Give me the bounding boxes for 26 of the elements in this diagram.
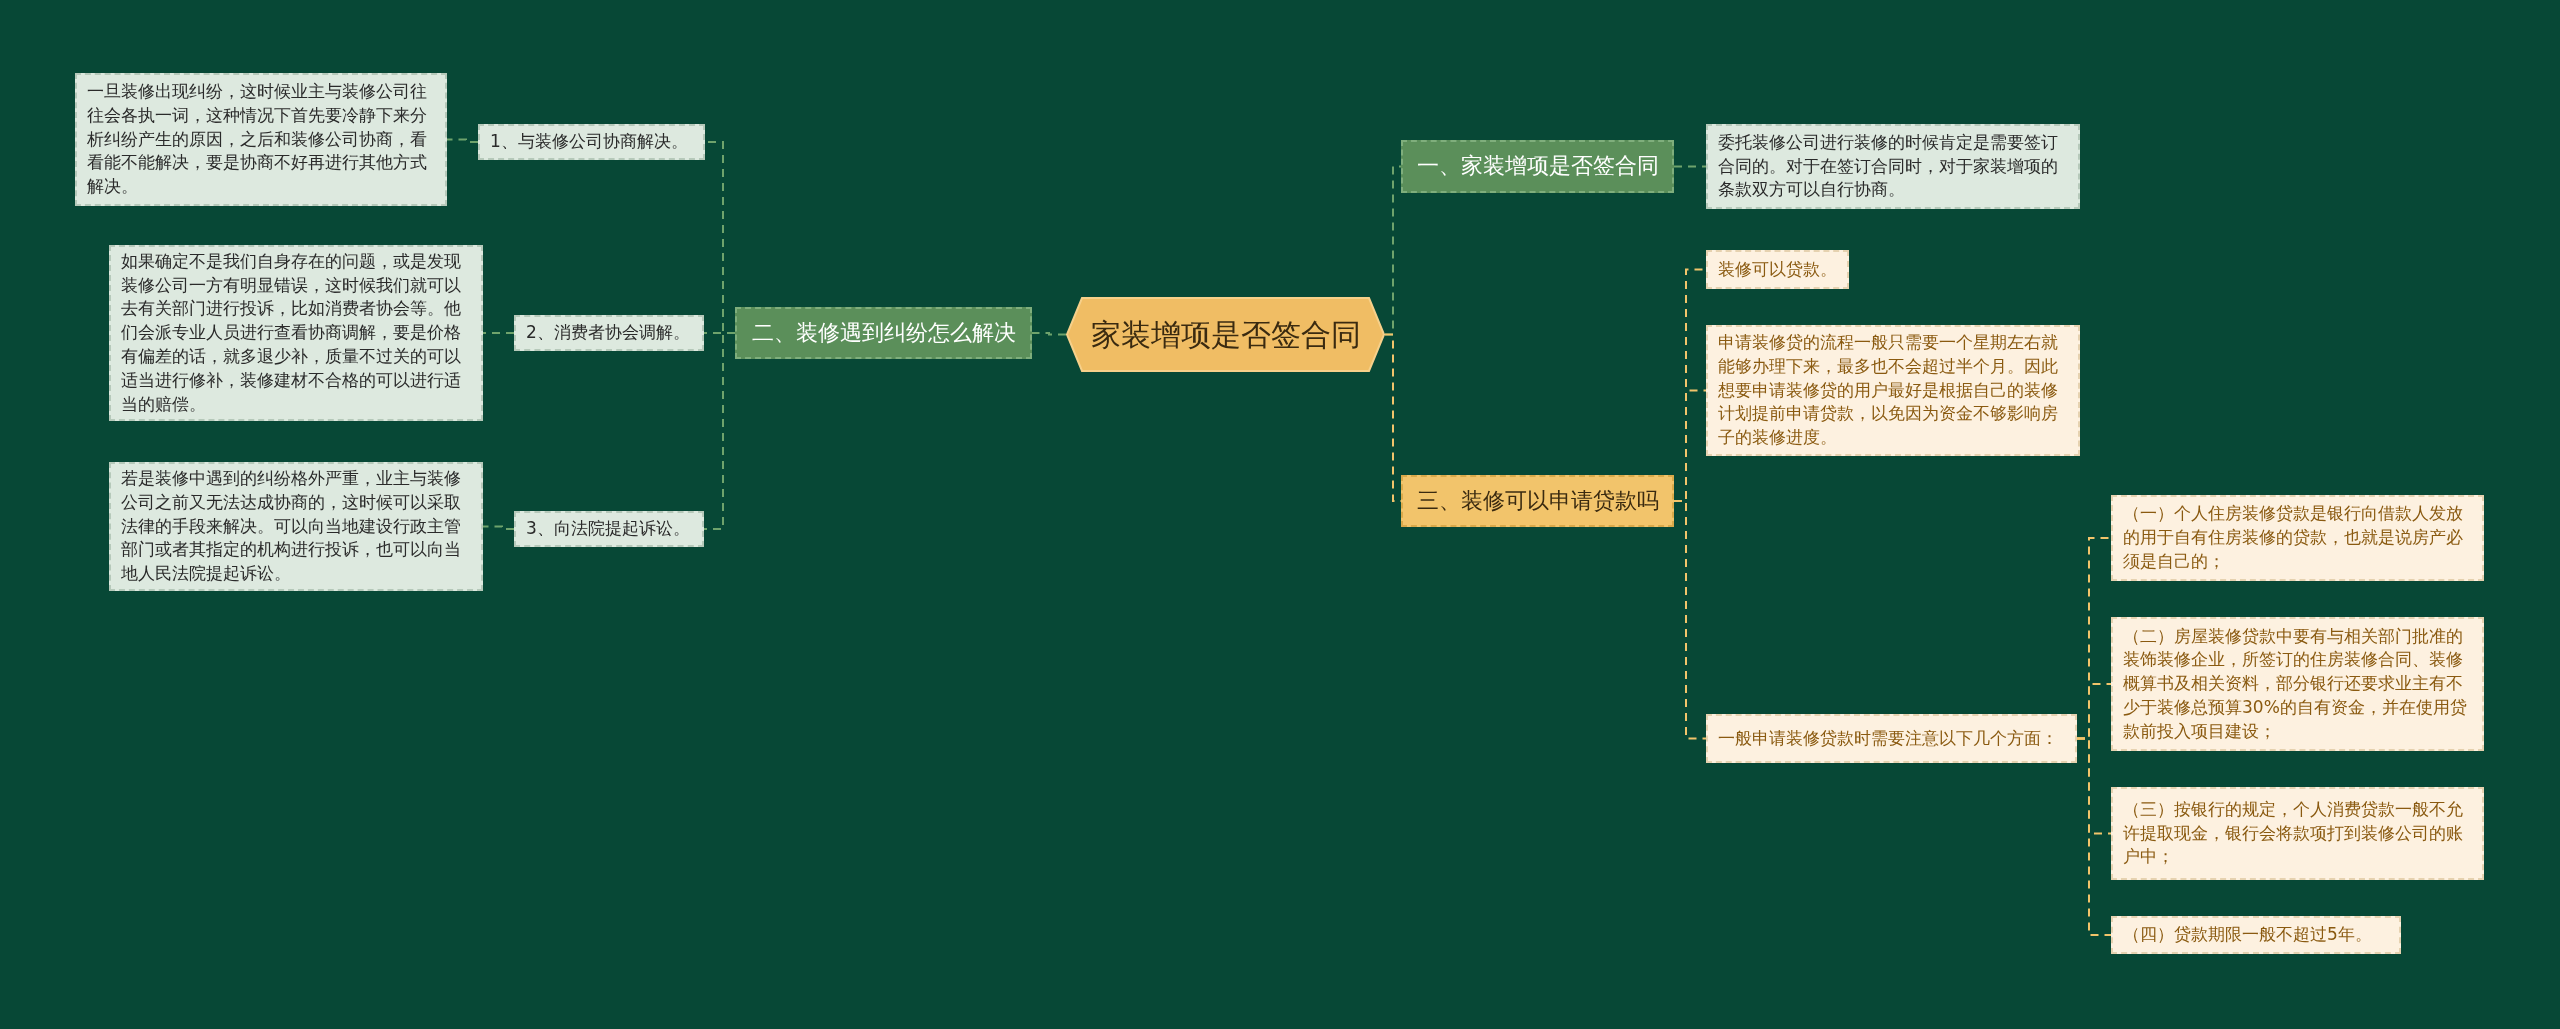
note-box: 装修可以贷款。 — [1706, 250, 1849, 289]
branch-topic-box: 二、装修遇到纠纷怎么解决 — [735, 307, 1032, 359]
connector-line — [482, 525, 515, 530]
note-box: 若是装修中遇到的纠纷格外严重，业主与装修公司之前又无法达成协商的，这时候可以采取法律的手段来解决。可以向当地建设行政主管部门或者其指定的机构进行投诉，也可以向当地人民法院提起诉讼。 — [109, 462, 483, 591]
note-box: 1、与装修公司协商解决。 — [478, 124, 705, 160]
branch-topic-box: 一、家装增项是否签合同 — [1401, 140, 1674, 193]
connector-line — [1673, 165, 1707, 168]
connector-line — [446, 138, 479, 143]
note-box: （三）按银行的规定，个人消费贷款一般不允许提取现金，银行会将款项打到装修公司的账户中； — [2111, 787, 2484, 880]
central-topic-hexagon: 家装增项是否签合同 — [1066, 297, 1385, 372]
note-box: （四）贷款期限一般不超过5年。 — [2111, 916, 2401, 954]
note-box: 一般申请装修贷款时需要注意以下几个方面： — [1706, 714, 2077, 763]
branch-topic-box: 三、装修可以申请贷款吗 — [1401, 475, 1674, 527]
note-box: （一）个人住房装修贷款是银行向借款人发放的用于自有住房装修的贷款，也就是说房产必须是自己的； — [2111, 495, 2484, 581]
note-box: 3、向法院提起诉讼。 — [514, 511, 704, 547]
connector-line — [703, 332, 736, 530]
connector-line — [482, 332, 515, 334]
note-box: 如果确定不是我们自身存在的问题，或是发现装修公司一方有明显错误，这时候我们就可以去有关部门进行投诉，比如消费者协会等。他们会派专业人员进行查看协商调解，要是价格有偏差的话，就多退少补，质量不过关的可以适当进行修补，装修建材不合格的可以进行适当的赔偿。 — [109, 245, 483, 421]
connector-line — [1031, 332, 1067, 336]
note-box: 委托装修公司进行装修的时候肯定是需要签订合同的。对于在签订合同时，对于家装增项的条款双方可以自行协商。 — [1706, 124, 2080, 209]
note-box: （二）房屋装修贷款中要有与相关部门批准的装饰装修企业，所签订的住房装修合同、装修概算书及相关资料，部分银行还要求业主有不少于装修总预算30%的自有资金，并在使用贷款前投入项目建设； — [2111, 617, 2484, 751]
note-box: 一旦装修出现纠纷，这时候业主与装修公司往往会各执一词，这种情况下首先要冷静下来分析纠纷产生的原因，之后和装修公司协商，看看能不能解决，要是协商不好再进行其他方式解决。 — [75, 73, 447, 206]
note-box: 2、消费者协会调解。 — [514, 315, 704, 351]
note-box: 申请装修贷的流程一般只需要一个星期左右就能够办理下来，最多也不会超过半个月。因此想要申请装修贷的用户最好是根据自己的装修计划提前申请贷款，以免因为资金不够影响房子的装修进度。 — [1706, 325, 2080, 456]
connector-line — [1673, 500, 1707, 740]
connector-line — [2076, 737, 2112, 936]
